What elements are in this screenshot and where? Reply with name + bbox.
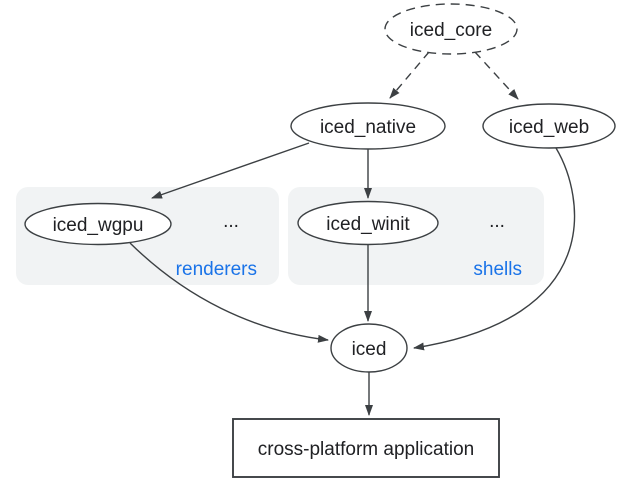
node-application-label: cross-platform application: [258, 439, 474, 460]
node-iced-core-label: iced_core: [410, 20, 492, 41]
node-iced-winit-label: iced_winit: [326, 214, 410, 235]
node-iced-web-shape: [482, 103, 616, 149]
node-iced-wgpu: iced_wgpu: [24, 202, 172, 246]
node-application: cross-platform application: [232, 418, 500, 478]
node-iced-label: iced: [352, 339, 387, 360]
shells-ellipsis: ...: [489, 211, 505, 232]
node-iced-shape: [330, 323, 408, 373]
edge-iced-core-to-iced-native: [389, 51, 430, 99]
node-iced-winit: iced_winit: [297, 200, 439, 246]
edge-iced-core-to-iced-web: [474, 51, 519, 100]
shells-group-label: shells: [473, 259, 522, 280]
node-iced: iced: [330, 323, 408, 373]
node-iced-core-shape: [384, 3, 518, 55]
node-iced-web: iced_web: [482, 103, 616, 149]
renderers-group-label: renderers: [176, 259, 257, 280]
node-iced-web-label: iced_web: [509, 117, 589, 138]
node-application-shape: [232, 418, 500, 478]
node-iced-core: iced_core: [384, 3, 518, 55]
node-iced-wgpu-shape: [24, 202, 172, 246]
renderers-ellipsis: ...: [223, 211, 239, 232]
edge-iced-web-to-iced: [413, 147, 576, 351]
node-iced-winit-shape: [297, 200, 439, 246]
node-iced-native-shape: [290, 102, 446, 150]
node-iced-native-label: iced_native: [320, 117, 416, 138]
node-iced-wgpu-label: iced_wgpu: [53, 215, 144, 236]
node-iced-native: iced_native: [290, 102, 446, 150]
edge-iced-wgpu-to-iced: [129, 242, 329, 343]
edges: [129, 51, 576, 416]
edge-iced-native-to-iced-wgpu: [151, 142, 310, 199]
